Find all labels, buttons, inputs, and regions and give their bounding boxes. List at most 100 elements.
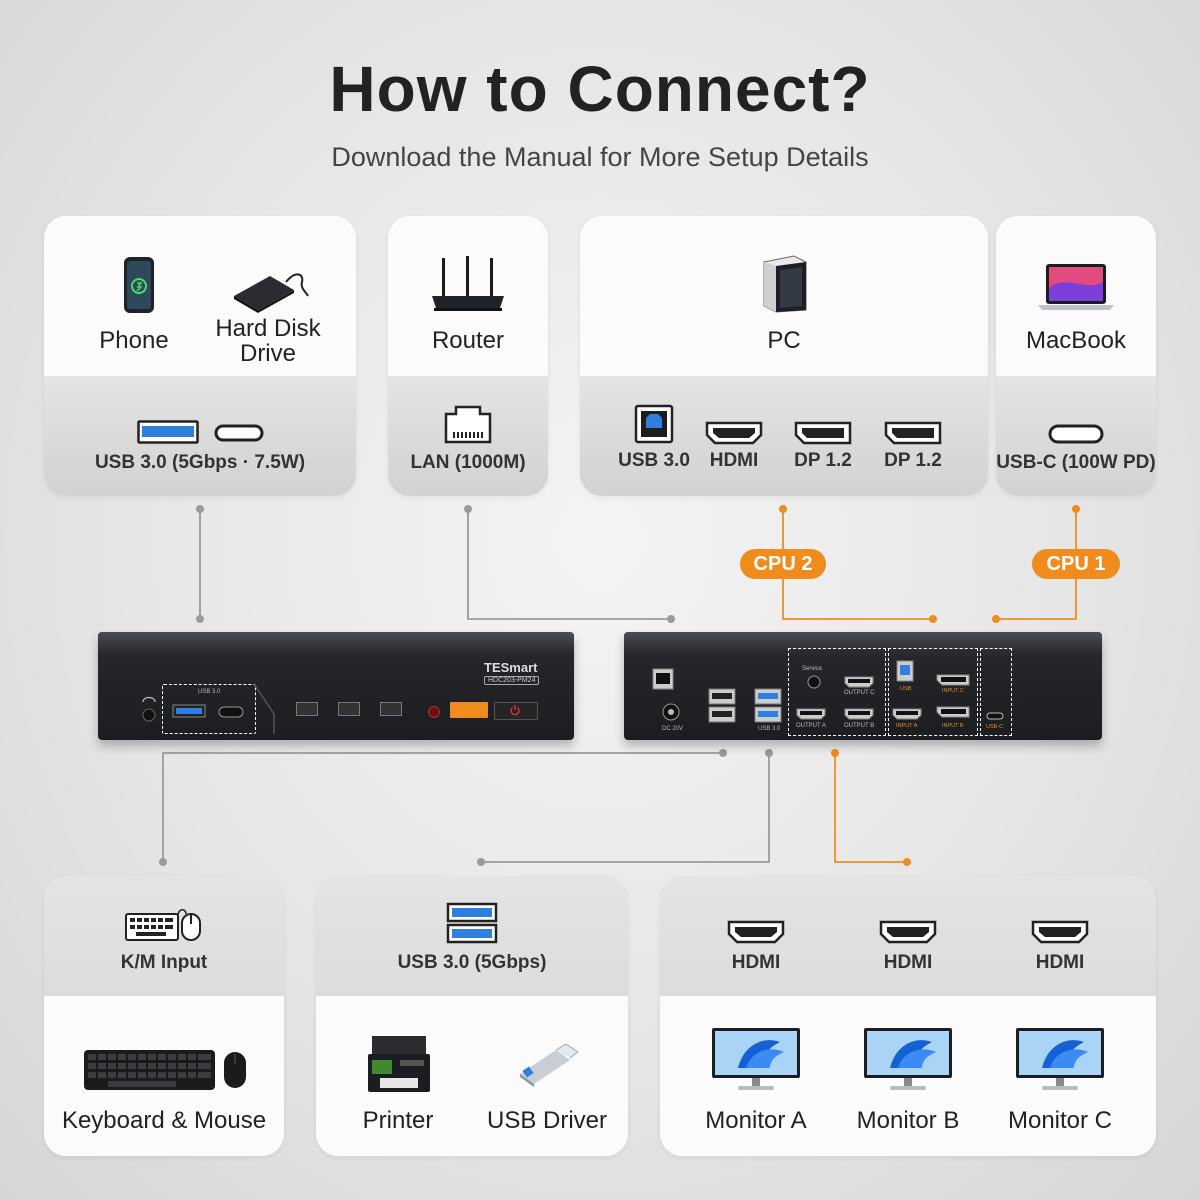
kvm-rear-panel: DC 20V USB 3.0 Service OUTPUT C OUTPUT A…	[624, 632, 1102, 740]
headset-jack-icon	[142, 696, 156, 722]
output-a-label: OUTPUT A	[796, 723, 826, 729]
phone-label: Phone	[99, 327, 169, 354]
model-label: HDC203-PM24	[484, 676, 540, 685]
monitor-c-label: Monitor C	[1007, 1107, 1113, 1134]
power-button[interactable]	[494, 702, 538, 720]
keyboard-icon	[84, 1050, 215, 1090]
hdmi-port-label-a: HDMI	[731, 952, 781, 973]
card-pc: PC USB 3.0 HDMI DP 1.2 DP 1.2	[580, 216, 988, 496]
brand-logo: TESmart	[484, 660, 538, 675]
monitor-b-label: Monitor B	[856, 1107, 960, 1134]
input-a-label: INPUT A	[896, 723, 918, 729]
usb-port-label: USB 3.0 (5Gbps)	[397, 952, 547, 973]
ethernet-port-icon	[444, 405, 492, 444]
mouse-icon	[224, 1052, 246, 1088]
dc-label: DC 20V	[662, 726, 684, 732]
lan-port-label: LAN (1000M)	[410, 452, 526, 473]
printer-icon	[368, 1036, 430, 1092]
status-led	[428, 706, 440, 718]
usb-c-port-icon[interactable]	[986, 712, 1004, 720]
usb-b-port-icon	[634, 404, 674, 444]
usb-a-port-icon[interactable]	[754, 688, 782, 724]
usb-c-port-icon	[214, 424, 264, 442]
hdmi-port-label-b: HDMI	[883, 952, 933, 973]
page-subtitle: Download the Manual for More Setup Detai…	[331, 142, 869, 172]
pc-port-dp2-label: DP 1.2	[884, 450, 942, 471]
input-c-label: INPUT C	[942, 688, 964, 694]
hdmi-port-icon[interactable]	[844, 708, 874, 720]
usb-b-port-icon[interactable]	[896, 660, 914, 682]
displayport-icon[interactable]	[936, 674, 970, 686]
usb-label: USB	[900, 686, 912, 692]
usb-stick-icon	[520, 1044, 579, 1087]
cpu2-badge: CPU 2	[740, 549, 826, 579]
power-icon	[510, 705, 520, 716]
monitor-a-label: Monitor A	[705, 1107, 807, 1134]
keyboard-mouse-icon	[125, 909, 201, 941]
output-b-label: OUTPUT B	[844, 723, 875, 729]
hdmi-port-icon	[879, 920, 937, 944]
usb-a-port-icon[interactable]	[708, 688, 736, 724]
card-router: Router LAN (1000M)	[388, 216, 548, 496]
monitor-icon	[712, 1028, 800, 1090]
pc-tower-icon	[763, 255, 807, 313]
cpu2-ports-group	[888, 648, 978, 736]
usb-c-port-icon[interactable]	[218, 706, 244, 718]
hdmi-port-icon[interactable]	[892, 708, 922, 720]
usb-c-port-icon	[1048, 424, 1104, 444]
card-phone-hdd: Phone Hard Disk Drive USB 3.0 (5Gbps · 7…	[44, 216, 356, 496]
mode-button[interactable]	[450, 702, 488, 718]
displayport-icon	[794, 421, 852, 445]
monitor-icon	[1016, 1028, 1104, 1090]
input-b-label: INPUT B	[942, 723, 964, 729]
router-label: Router	[431, 327, 505, 354]
card-usb-devices: USB 3.0 (5Gbps) Printer USB Driver	[316, 876, 628, 1156]
output-c-label: OUTPUT C	[844, 690, 875, 696]
pc-port-usb30-label: USB 3.0	[618, 450, 690, 471]
kvm-front-panel: TESmart HDC203-PM24 USB 3.0	[98, 632, 574, 740]
hdmi-port-icon[interactable]	[844, 676, 874, 688]
dc-power-port-icon[interactable]	[661, 702, 681, 722]
card-macbook: MacBook USB-C (100W PD)	[996, 216, 1156, 496]
usb-a-port-icon[interactable]	[172, 704, 206, 718]
km-device-label: Keyboard & Mouse	[61, 1107, 267, 1134]
laptop-icon	[1038, 264, 1114, 310]
usbc-label: USB-C	[986, 724, 1004, 730]
phone-icon	[124, 257, 154, 313]
ethernet-port-icon[interactable]	[652, 668, 674, 690]
hdmi-port-icon[interactable]	[796, 708, 826, 720]
printer-label: Printer	[362, 1107, 434, 1134]
rear-usb30-label: USB 3.0	[758, 726, 781, 732]
pc-label: PC	[767, 327, 801, 354]
cpu1-badge: CPU 1	[1032, 549, 1120, 579]
km-input-label: K/M Input	[120, 952, 208, 973]
usb-driver-label: USB Driver	[486, 1107, 607, 1134]
service-label: Service	[802, 666, 823, 672]
front-bevel	[254, 684, 275, 734]
displayport-icon[interactable]	[936, 706, 970, 718]
hdmi-port-icon	[705, 421, 763, 445]
service-jack-icon[interactable]	[806, 674, 822, 690]
output-ports-group	[788, 648, 886, 736]
pc-port-hdmi-label: HDMI	[709, 450, 759, 471]
select-button-1[interactable]	[296, 702, 318, 716]
hdmi-port-icon	[1031, 920, 1089, 944]
macbook-label: MacBook	[1025, 327, 1127, 354]
select-button-2[interactable]	[338, 702, 360, 716]
pc-port-dp1-label: DP 1.2	[794, 450, 852, 471]
usb-a-port-icon	[446, 902, 498, 944]
hdd-label: Hard Disk Drive	[215, 315, 321, 367]
displayport-icon	[884, 421, 942, 445]
monitor-icon	[864, 1028, 952, 1090]
select-button-3[interactable]	[380, 702, 402, 716]
cpu1-ports-group	[980, 648, 1012, 736]
hard-disk-icon	[234, 273, 309, 313]
front-usb-label: USB 3.0	[198, 689, 221, 695]
page-title: How to Connect?	[329, 53, 871, 125]
usb-a-port-icon	[137, 420, 199, 444]
router-icon	[432, 256, 504, 311]
card-keyboard-mouse: K/M Input Keyboard & Mouse	[44, 876, 284, 1156]
hdmi-port-label-c: HDMI	[1035, 952, 1085, 973]
usb30-power-port-label: USB 3.0 (5Gbps · 7.5W)	[94, 452, 306, 473]
